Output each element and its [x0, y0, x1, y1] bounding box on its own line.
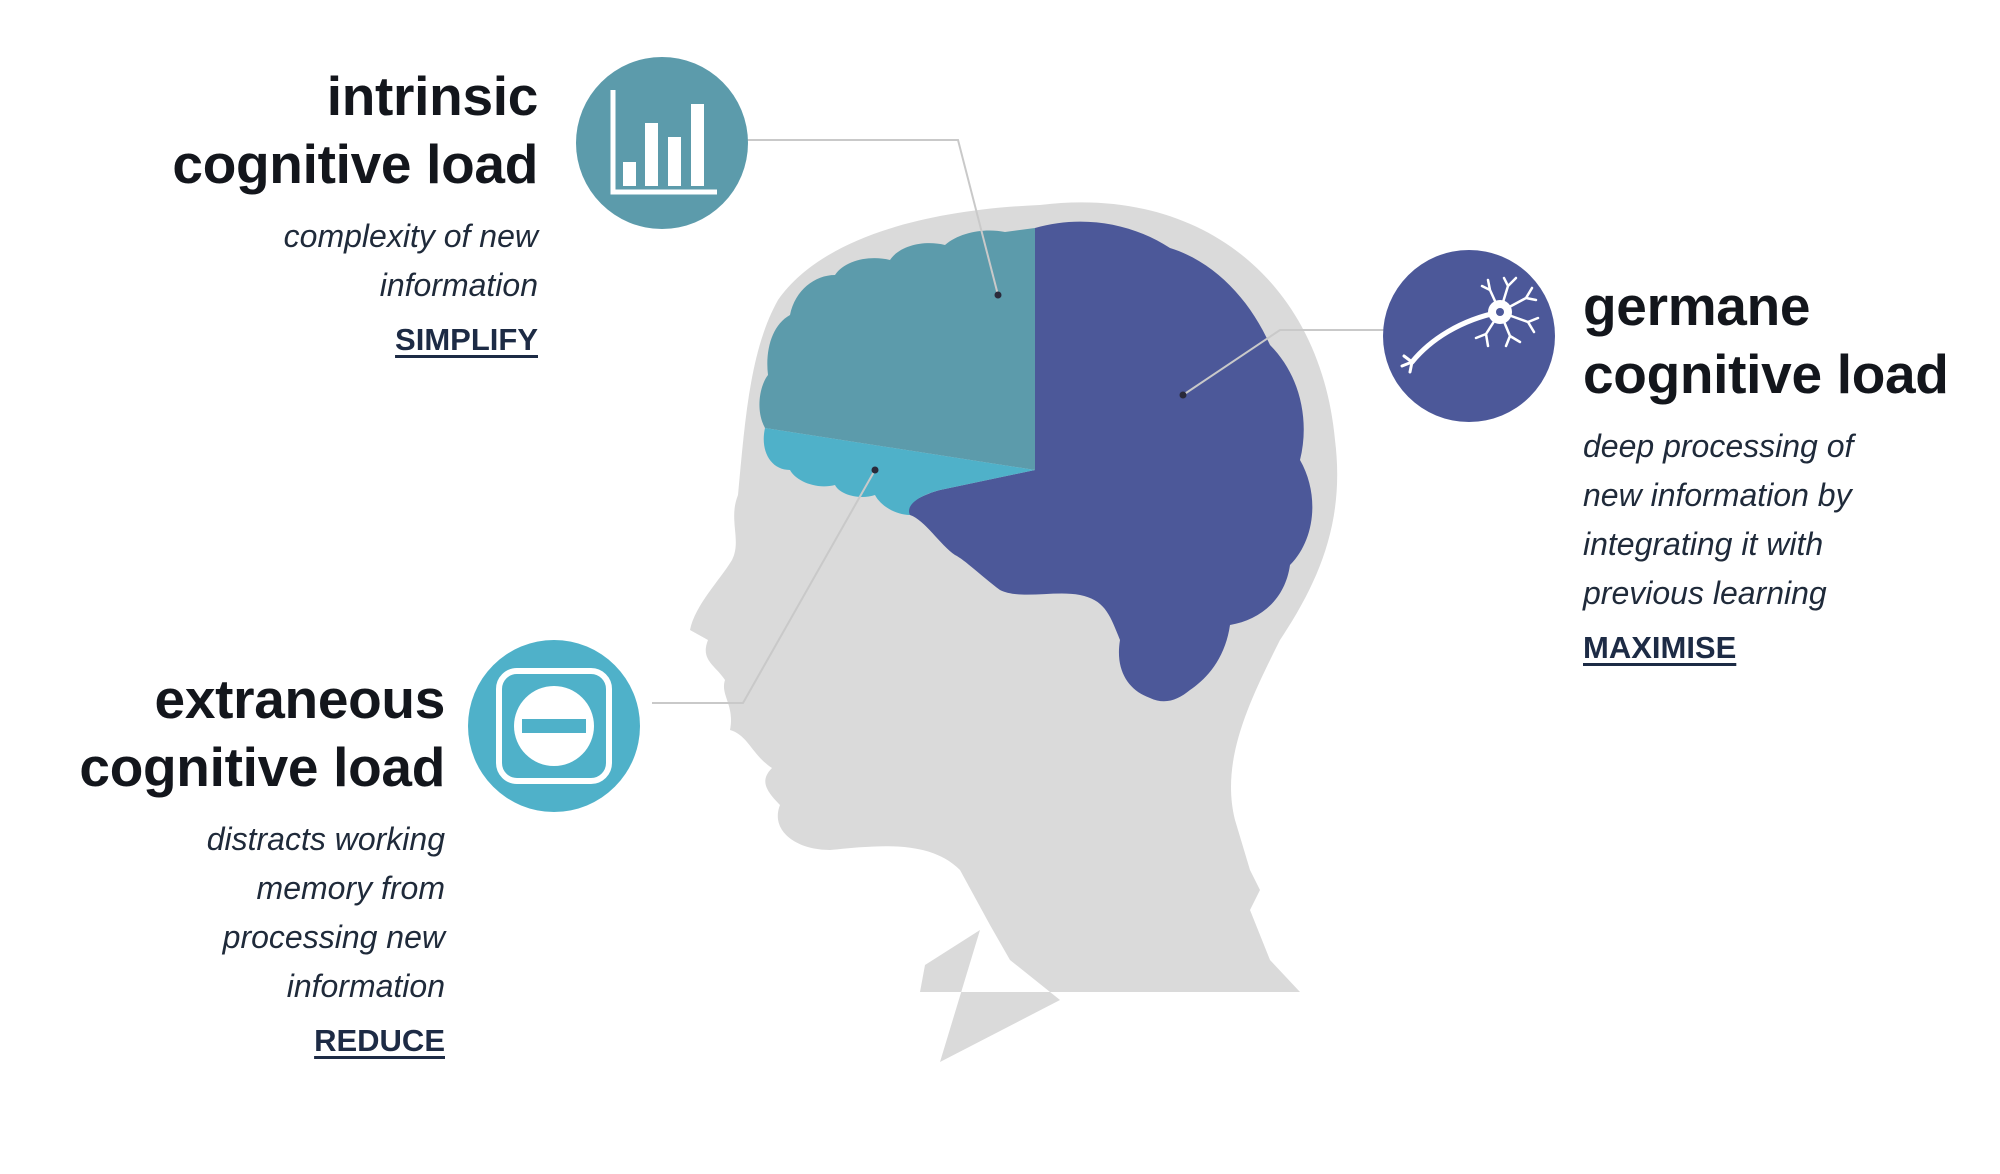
germane-leader-dot: [1179, 391, 1187, 399]
extraneous-description-line-1: distracts working: [206, 821, 445, 857]
intrinsic-description-line-1: complexity of new: [283, 218, 538, 254]
intrinsic-title-line-1: intrinsic: [326, 65, 539, 127]
germane-description-line-1: deep processing of: [1583, 428, 1854, 464]
brain-extraneous-region: [763, 428, 1035, 515]
germane-description-line-4: previous learning: [1583, 575, 1827, 611]
brain-intrinsic-region: [759, 228, 1035, 470]
extraneous-title-line-1: extraneous: [154, 668, 446, 730]
neuron-icon: [1383, 250, 1555, 422]
germane-description: deep processing of new information by in…: [1583, 422, 1983, 618]
intrinsic-leader-dot: [994, 291, 1002, 299]
minus-sign-icon: [468, 640, 640, 812]
bar-chart-icon: [576, 57, 748, 229]
extraneous-leader-line: [652, 469, 876, 704]
germane-description-line-2: new information by: [1583, 477, 1852, 513]
intrinsic-title: intrinsic cognitive load: [0, 62, 538, 198]
intrinsic-leader-line: [745, 139, 999, 296]
brain-germane-region: [905, 221, 1313, 702]
germane-title-line-1: germane: [1583, 275, 1811, 337]
extraneous-description: distracts working memory from processing…: [0, 815, 445, 1011]
extraneous-block: extraneous cognitive load distracts work…: [0, 665, 445, 1059]
leader-lines: [652, 139, 1388, 704]
germane-description-line-3: integrating it with: [1583, 526, 1824, 562]
extraneous-description-line-2: memory from: [256, 870, 445, 906]
maximise-link[interactable]: MAXIMISE: [1583, 630, 1737, 665]
reduce-link[interactable]: REDUCE: [314, 1023, 445, 1058]
intrinsic-description: complexity of new information: [0, 212, 538, 310]
germane-leader-line: [1182, 329, 1388, 396]
extraneous-title-line-2: cognitive load: [79, 736, 445, 798]
germane-title-line-2: cognitive load: [1583, 343, 1949, 405]
extraneous-description-line-4: information: [286, 968, 445, 1004]
intrinsic-title-line-2: cognitive load: [172, 133, 538, 195]
extraneous-leader-dot: [871, 466, 879, 474]
intrinsic-description-line-2: information: [379, 267, 538, 303]
germane-title: germane cognitive load: [1583, 272, 1983, 408]
extraneous-title: extraneous cognitive load: [0, 665, 445, 801]
extraneous-description-line-3: processing new: [222, 919, 445, 955]
simplify-link[interactable]: SIMPLIFY: [395, 322, 538, 357]
germane-block: germane cognitive load deep processing o…: [1583, 272, 1983, 666]
intrinsic-block: intrinsic cognitive load complexity of n…: [0, 62, 538, 358]
